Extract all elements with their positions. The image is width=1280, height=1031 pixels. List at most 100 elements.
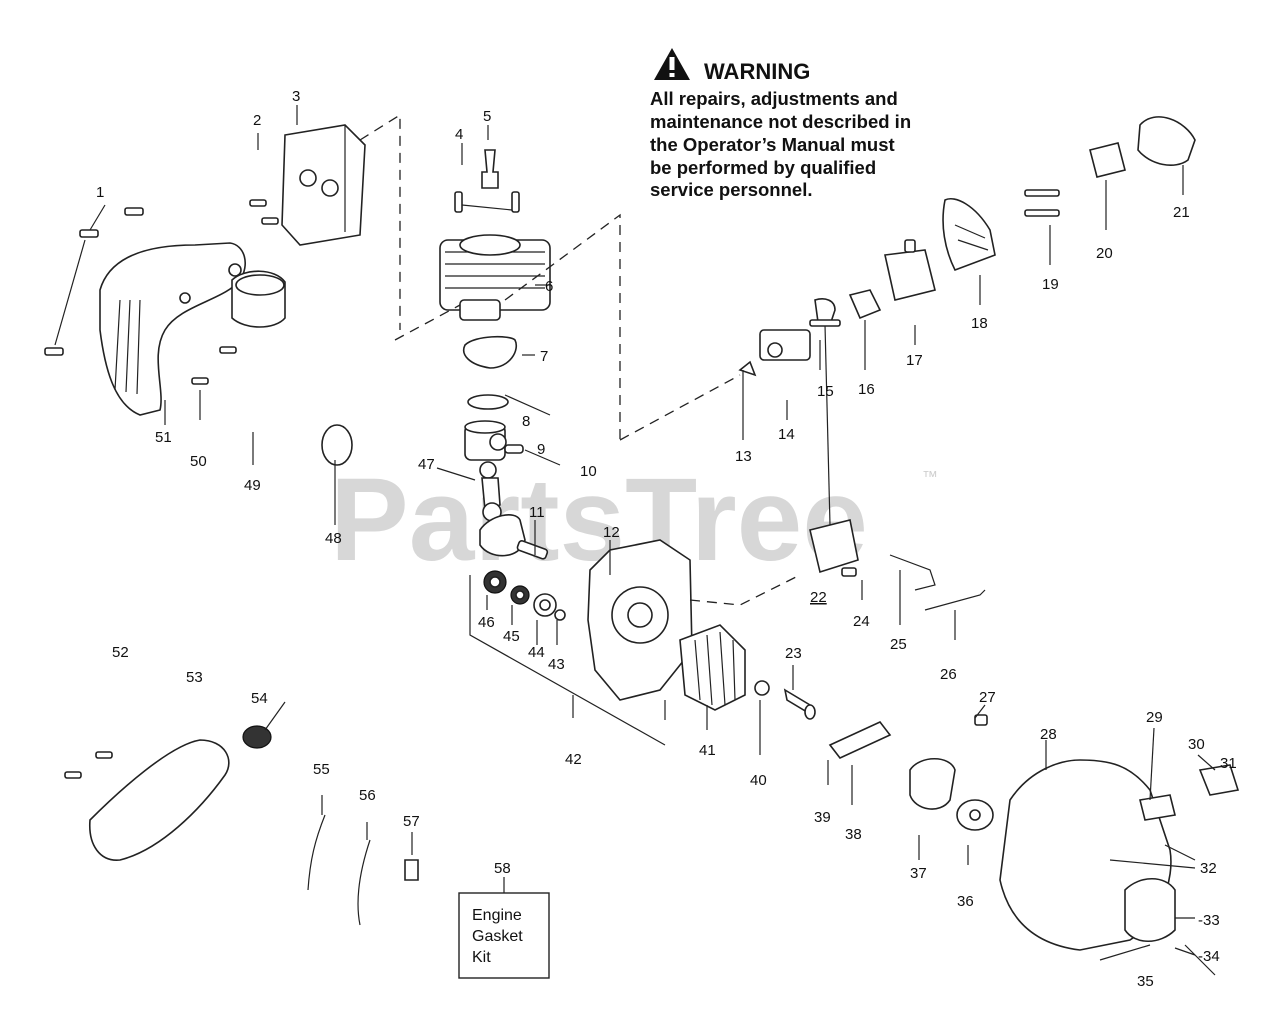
callout-number: 51 <box>155 429 172 446</box>
callout-number: 32 <box>1200 860 1217 877</box>
warning-line: service personnel. <box>650 179 812 200</box>
callout-number: 19 <box>1042 276 1059 293</box>
warning-line: maintenance not described in <box>650 111 911 132</box>
callout-number: 2 <box>253 112 261 129</box>
kit-label-line: Kit <box>472 949 491 966</box>
callout-number: 26 <box>940 666 957 683</box>
part-air-filter-group <box>1024 116 1196 217</box>
callout-number: 11 <box>529 504 545 521</box>
callout-number: 28 <box>1040 726 1057 743</box>
callout-number: 1 <box>96 184 104 201</box>
callout-number: 10 <box>580 463 597 480</box>
part-pulley-group <box>828 714 994 831</box>
callout-numbers: 1 2 3 4 5 6 7 8 9 10 11 12 13 14 15 16 1… <box>96 88 1237 990</box>
callout-number: 23 <box>785 645 802 662</box>
part-ignition-module <box>809 298 859 577</box>
kit-label-line: Engine <box>472 907 522 924</box>
part-screws-1 <box>44 204 144 356</box>
callout-number: 15 <box>817 383 834 400</box>
callout-number: 20 <box>1096 245 1113 262</box>
callout-number: 4 <box>455 126 463 143</box>
callout-number: 9 <box>537 441 545 458</box>
callout-number: -33 <box>1198 912 1220 929</box>
callout-number: 57 <box>403 813 420 830</box>
callout-number: 25 <box>890 636 907 653</box>
part-fan-housing-group <box>999 759 1240 976</box>
callout-number: 44 <box>528 644 545 661</box>
part-washer <box>754 680 770 696</box>
part-crankcase <box>587 539 801 701</box>
part-cylinder <box>394 213 621 440</box>
callout-number: 16 <box>858 381 875 398</box>
part-fuel-line-56 <box>357 839 371 926</box>
warning-line: the Operator’s Manual must <box>650 134 895 155</box>
warning-exclamation-bar <box>669 57 675 70</box>
callout-number: 3 <box>292 88 300 105</box>
kit-label-line: Gasket <box>472 928 523 945</box>
callout-number: 42 <box>565 751 582 768</box>
part-piston-assembly <box>464 394 561 466</box>
callout-number: 49 <box>244 477 261 494</box>
callout-number: 18 <box>971 315 988 332</box>
callout-number: 21 <box>1173 204 1190 221</box>
callout-number: 31 <box>1220 755 1237 772</box>
callout-number: 29 <box>1146 709 1163 726</box>
part-gasket <box>463 335 517 369</box>
callout-number: 6 <box>545 278 553 295</box>
callout-number: 40 <box>750 772 767 789</box>
callout-number: 43 <box>548 656 565 673</box>
part-fuel-line-55 <box>307 814 326 891</box>
part-o-ring <box>321 424 353 466</box>
part-spark-plug <box>454 149 520 213</box>
part-muffler <box>249 113 401 330</box>
callout-number: 22 <box>810 589 827 606</box>
callout-number: -34 <box>1198 948 1220 965</box>
callout-number: 56 <box>359 787 376 804</box>
callout-number: 35 <box>1137 973 1154 990</box>
callout-number: 7 <box>540 348 548 365</box>
warning-block: WARNING All repairs, adjustments and mai… <box>650 48 911 200</box>
callout-number: 8 <box>522 413 530 430</box>
part-crankshaft <box>479 514 549 560</box>
callout-number: 45 <box>503 628 520 645</box>
callout-number: 54 <box>251 690 268 707</box>
part-carburetor-stack <box>619 198 996 441</box>
callout-number: 37 <box>910 865 927 882</box>
callout-number: 27 <box>979 689 996 706</box>
warning-line: be performed by qualified <box>650 157 876 178</box>
part-engine-shroud <box>99 242 246 416</box>
part-spacer-23 <box>783 688 816 720</box>
callout-number: 38 <box>845 826 862 843</box>
callout-number: 14 <box>778 426 795 443</box>
leader-lines <box>164 105 1216 956</box>
part-wire-25 <box>889 554 936 591</box>
callout-number: 13 <box>735 448 752 465</box>
engine-gasket-kit-box: Engine Gasket Kit <box>458 877 550 979</box>
callout-number: 52 <box>112 644 129 661</box>
callout-number: 41 <box>699 742 716 759</box>
callout-number: 53 <box>186 669 203 686</box>
callout-number: 48 <box>325 530 342 547</box>
callout-number: 46 <box>478 614 495 631</box>
callout-number: 30 <box>1188 736 1205 753</box>
watermark-trademark: ™ <box>922 469 938 486</box>
part-wire-26 <box>924 589 986 611</box>
callout-number: 55 <box>313 761 330 778</box>
callout-number: 12 <box>603 524 620 541</box>
part-bearings <box>469 570 666 746</box>
part-flywheel <box>679 624 746 711</box>
warning-exclamation-dot <box>669 73 675 77</box>
callout-number: 17 <box>906 352 923 369</box>
warning-title: WARNING <box>704 59 810 84</box>
part-cover-53 <box>64 725 272 861</box>
callout-number: 47 <box>418 456 435 473</box>
callout-number: 36 <box>957 893 974 910</box>
part-fuel-filter <box>404 859 419 881</box>
callout-number: 50 <box>190 453 207 470</box>
kit-box-frame <box>458 892 550 979</box>
callout-number: 39 <box>814 809 831 826</box>
warning-line: All repairs, adjustments and <box>650 88 898 109</box>
callout-number: 24 <box>853 613 870 630</box>
